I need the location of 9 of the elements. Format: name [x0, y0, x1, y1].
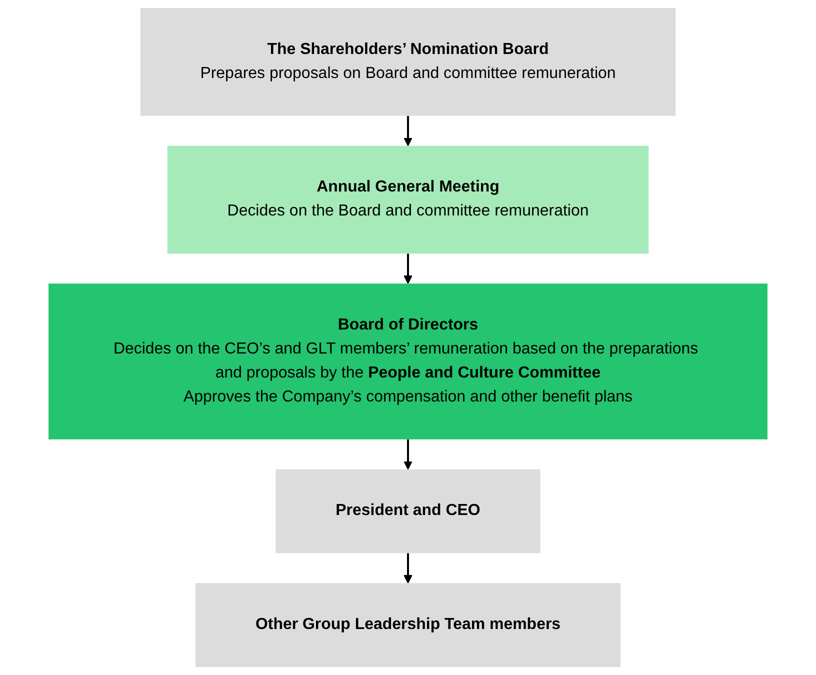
node-box: Annual General Meeting Decides on the Board and committee remuneration	[167, 146, 649, 254]
arrow	[404, 116, 412, 146]
arrow	[404, 439, 412, 470]
arrow	[404, 254, 412, 284]
arrow	[404, 553, 412, 584]
node-box: Board of Directors Decides on the CEO’s and GLT members’ remuneration based on the preparations and proposals by the People and Culture Committee Approves the Company’s compensation and other benefit plans	[48, 284, 768, 440]
node-box: The Shareholders’ Nomination Board Prepares proposals on Board and committee remuneration	[140, 8, 676, 116]
node-box: Other Group Leadership Team members	[196, 583, 620, 667]
node-box: President and CEO	[276, 469, 540, 554]
